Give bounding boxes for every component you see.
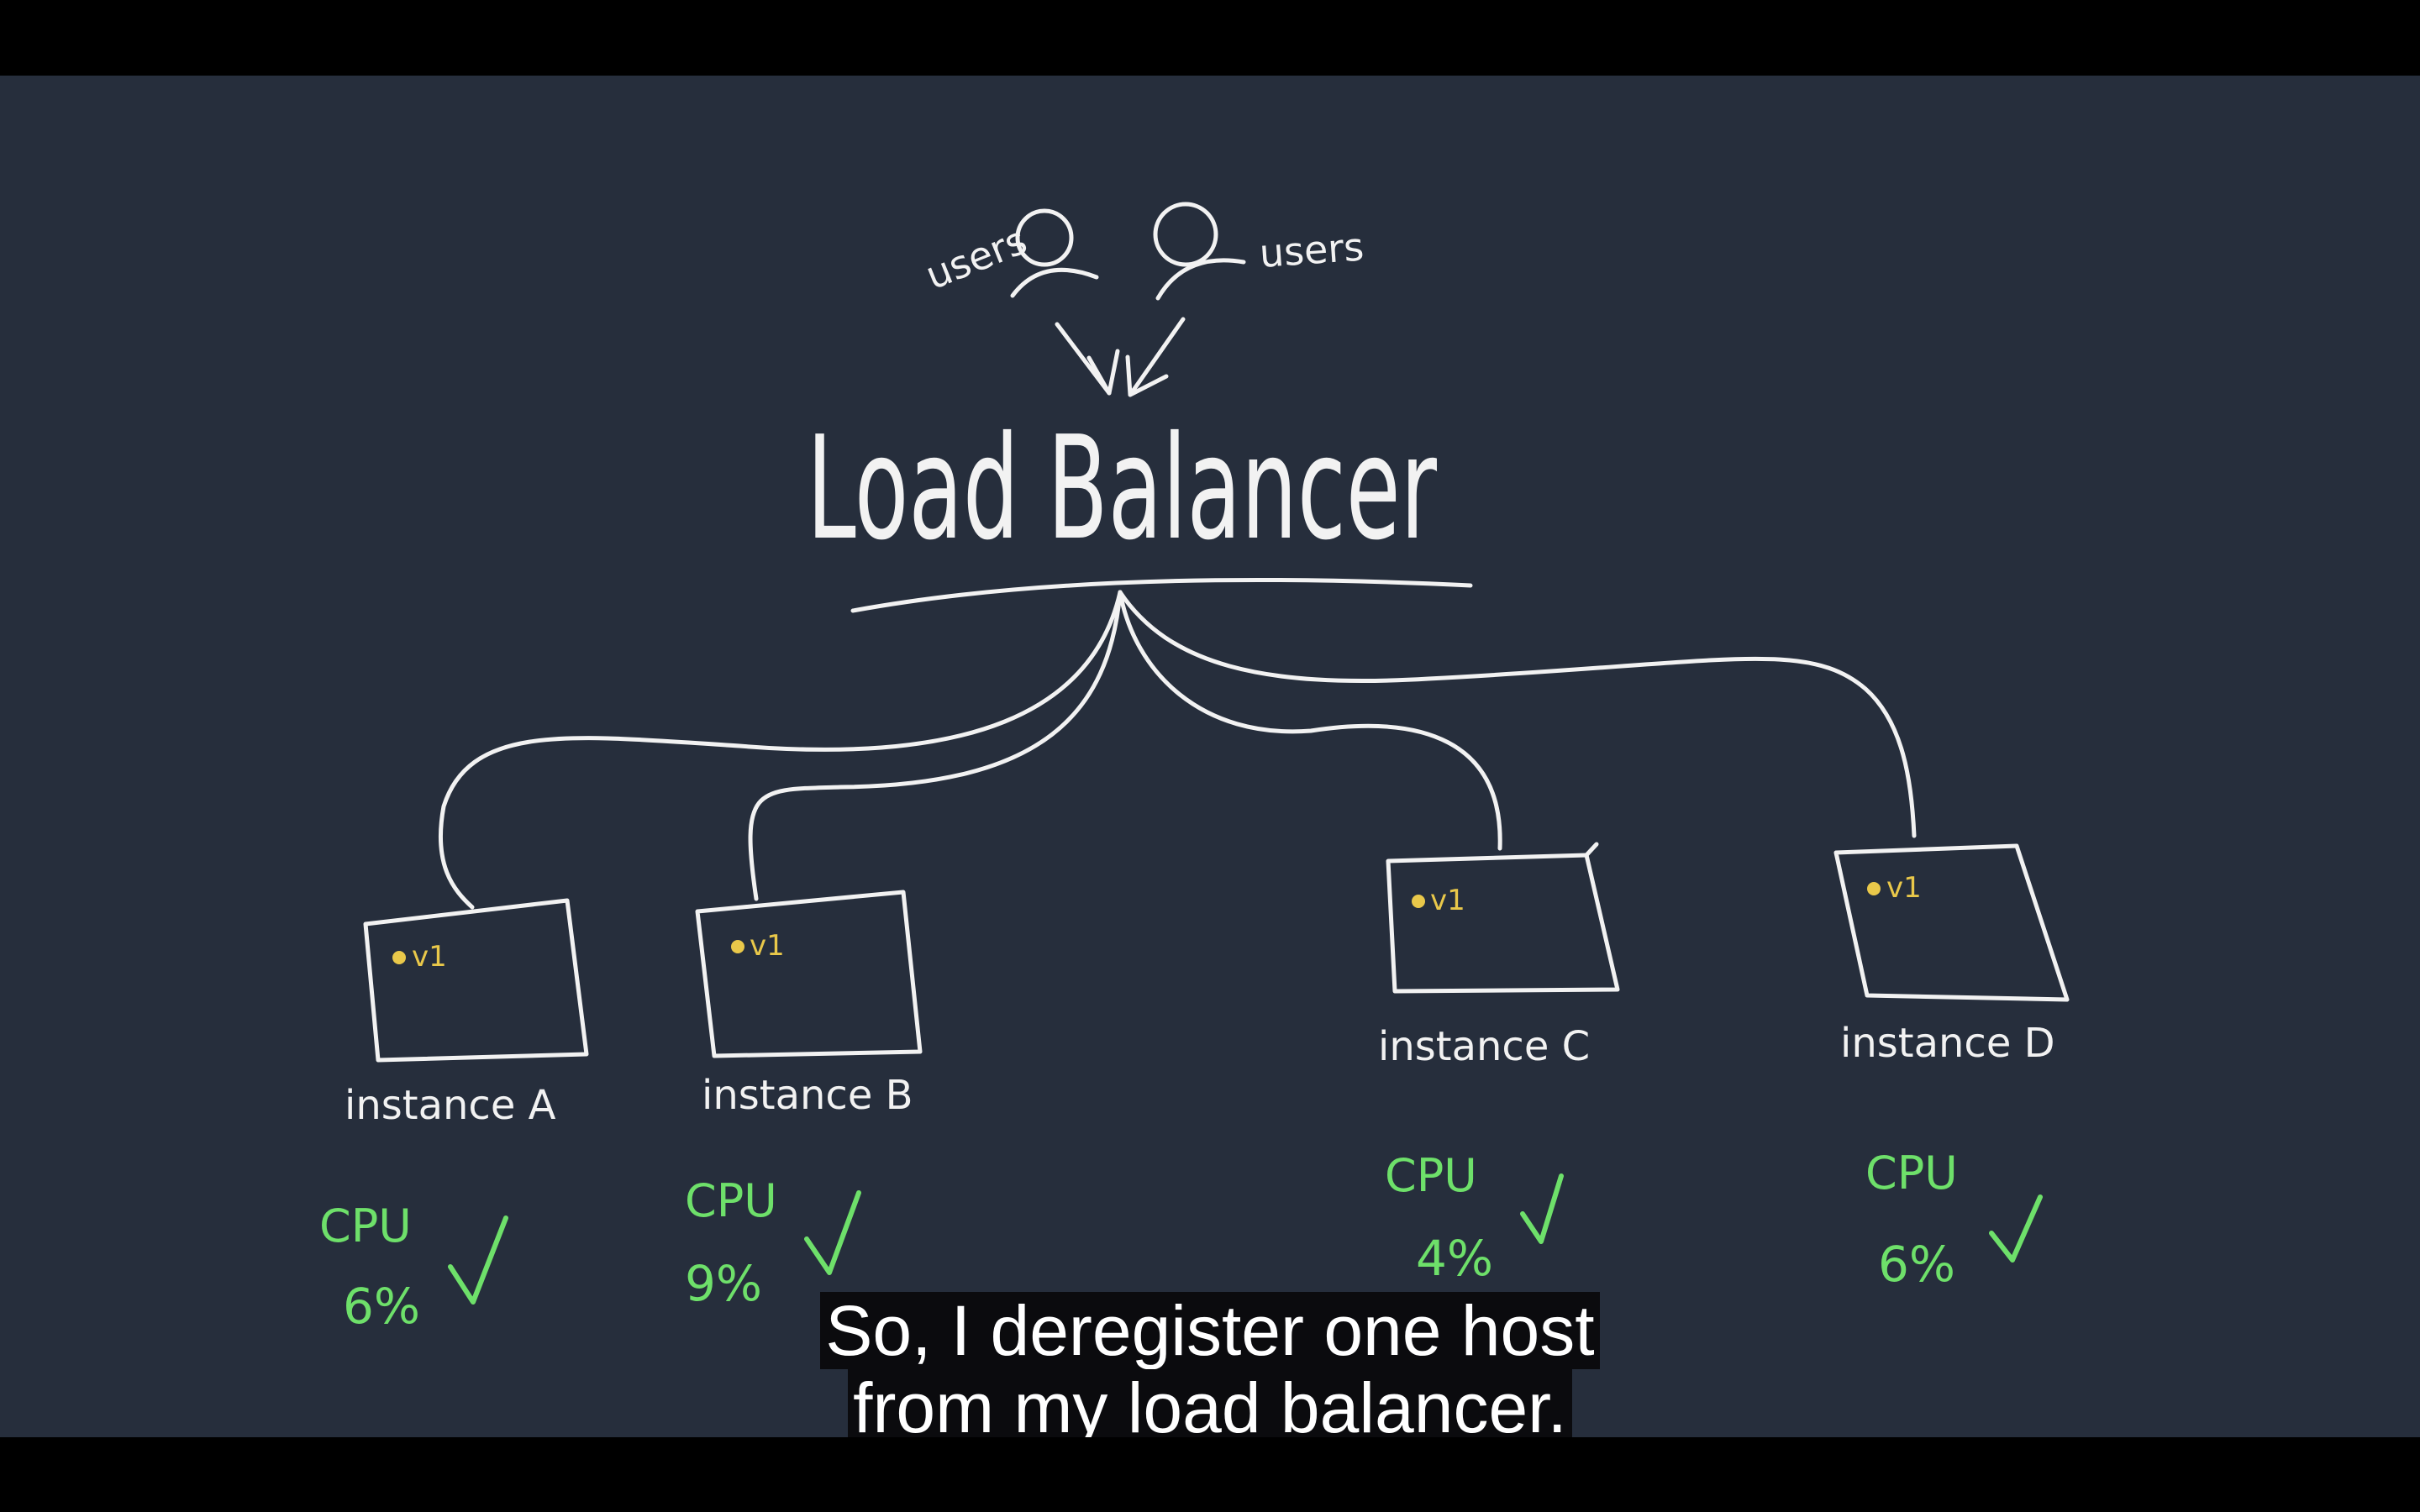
cpu-label: CPU (319, 1200, 412, 1252)
instance-box (363, 898, 589, 1063)
version-tag: v1 (1886, 871, 1922, 905)
arrow-down-icon (1125, 354, 1169, 397)
connection-d (1118, 590, 1917, 838)
check-icon (448, 1215, 508, 1305)
instance-box (1833, 843, 2070, 1002)
cpu-value: 6% (343, 1278, 420, 1335)
instance-a: v1 instance A CPU 6% (319, 898, 589, 1335)
instance-d: v1 instance D CPU 6% (1833, 843, 2070, 1293)
arrow-down-icon (1128, 317, 1186, 397)
letterbox-bottom (0, 1437, 2420, 1512)
version-dot (1412, 895, 1425, 908)
cpu-value: 6% (1878, 1236, 1955, 1293)
caption-line-2: from my load balancer. (848, 1369, 1572, 1446)
cpu-label: CPU (685, 1174, 777, 1227)
load-balancer-underline (850, 577, 1473, 613)
users-label-right: users (1258, 223, 1365, 276)
version-tag: v1 (750, 929, 785, 963)
person-icon (1010, 208, 1099, 298)
version-tag: v1 (1430, 884, 1465, 917)
version-tag: v1 (412, 940, 447, 974)
load-balancer-title: Load Balancer (807, 406, 1437, 572)
request-arrows (1055, 317, 1186, 397)
instance-name: instance B (702, 1072, 913, 1119)
cpu-label: CPU (1865, 1147, 1958, 1200)
instance-box (1386, 853, 1620, 994)
check-icon (1520, 1173, 1564, 1244)
cpu-value: 4% (1416, 1230, 1493, 1287)
version-dot (731, 940, 744, 953)
connections (438, 590, 1917, 910)
instance-box (695, 890, 923, 1058)
video-frame (0, 76, 2420, 1437)
instance-c: v1 instance C CPU 4% (1378, 842, 1620, 1287)
users-group: users users (919, 202, 1365, 301)
instance-name: instance D (1840, 1020, 2055, 1067)
connection-a (438, 590, 1123, 910)
connection-b (748, 590, 1123, 901)
cpu-label: CPU (1385, 1149, 1477, 1202)
instance-name: instance A (345, 1082, 556, 1129)
instance-name: instance C (1378, 1023, 1590, 1070)
connection-c (1118, 590, 1502, 851)
check-icon (1989, 1194, 2043, 1263)
arrow-down-icon (1086, 349, 1120, 396)
users-label-left: users (919, 218, 1033, 299)
check-icon (804, 1190, 861, 1275)
letterbox-top (0, 0, 2420, 76)
cpu-value: 9% (685, 1255, 762, 1312)
person-icon (1153, 202, 1246, 301)
version-dot (392, 951, 406, 964)
instance-b: v1 instance B CPU 9% (685, 890, 923, 1312)
version-dot (1867, 882, 1881, 895)
subtitle-caption: So, I deregister one host from my load b… (0, 1292, 2420, 1446)
caption-line-1: So, I deregister one host (820, 1292, 1600, 1369)
